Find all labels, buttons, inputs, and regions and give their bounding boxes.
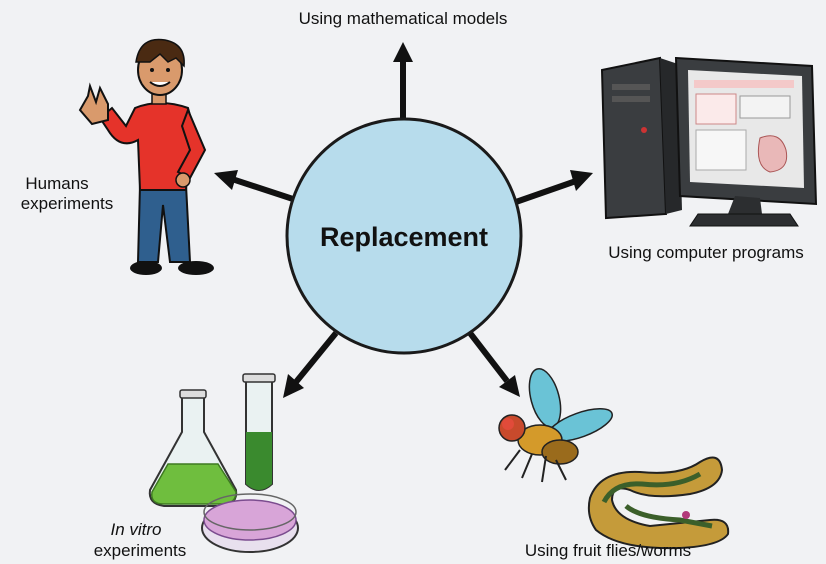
arrow-bottom-left-head xyxy=(283,374,304,398)
arrow-bottom-right-head xyxy=(499,375,520,397)
arrow-right-head xyxy=(570,170,593,191)
label-left-line1: Humans xyxy=(25,174,88,193)
label-left-line2: experiments xyxy=(21,194,114,213)
fruit-fly-icon xyxy=(498,368,613,483)
arrow-right xyxy=(512,178,577,206)
label-top: Using mathematical models xyxy=(299,9,508,28)
arrow-left-head xyxy=(214,170,238,190)
worm-icon xyxy=(587,456,730,550)
arrow-bottom-right xyxy=(467,331,510,383)
label-bottom-right: Using fruit flies/worms xyxy=(525,541,691,560)
center-label: Replacement xyxy=(320,222,488,252)
human-figure-icon xyxy=(78,38,214,275)
arrows xyxy=(214,42,593,398)
computer-icon xyxy=(600,56,818,227)
lab-glassware-icon xyxy=(148,373,299,553)
replacement-circle xyxy=(285,117,523,355)
arrow-bottom-left xyxy=(293,331,339,384)
label-right: Using computer programs xyxy=(608,243,804,262)
arrow-left xyxy=(231,176,297,203)
label-bottom-left-line1: In vitro xyxy=(110,520,161,539)
arrow-top-head xyxy=(393,42,413,62)
label-bottom-left-line2: experiments xyxy=(94,541,187,560)
